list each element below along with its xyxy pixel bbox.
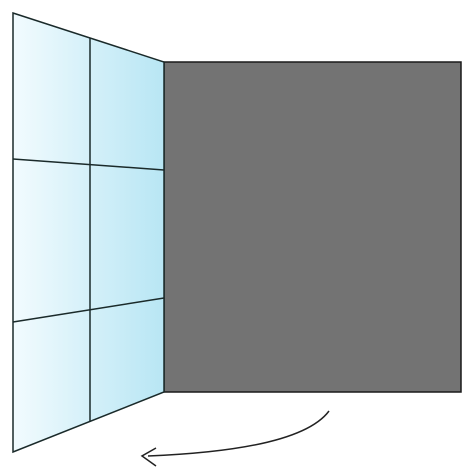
glass-divider-horizontal-upper bbox=[12, 158, 165, 171]
glass-panel-body bbox=[12, 11, 165, 454]
rotation-arrow bbox=[140, 410, 330, 467]
rotation-arrow-curve bbox=[147, 410, 330, 457]
rotation-arrow-head bbox=[140, 447, 157, 467]
glass-divider-horizontal-lower bbox=[12, 297, 165, 323]
dark-panel bbox=[163, 61, 462, 393]
glass-panel bbox=[12, 11, 165, 454]
